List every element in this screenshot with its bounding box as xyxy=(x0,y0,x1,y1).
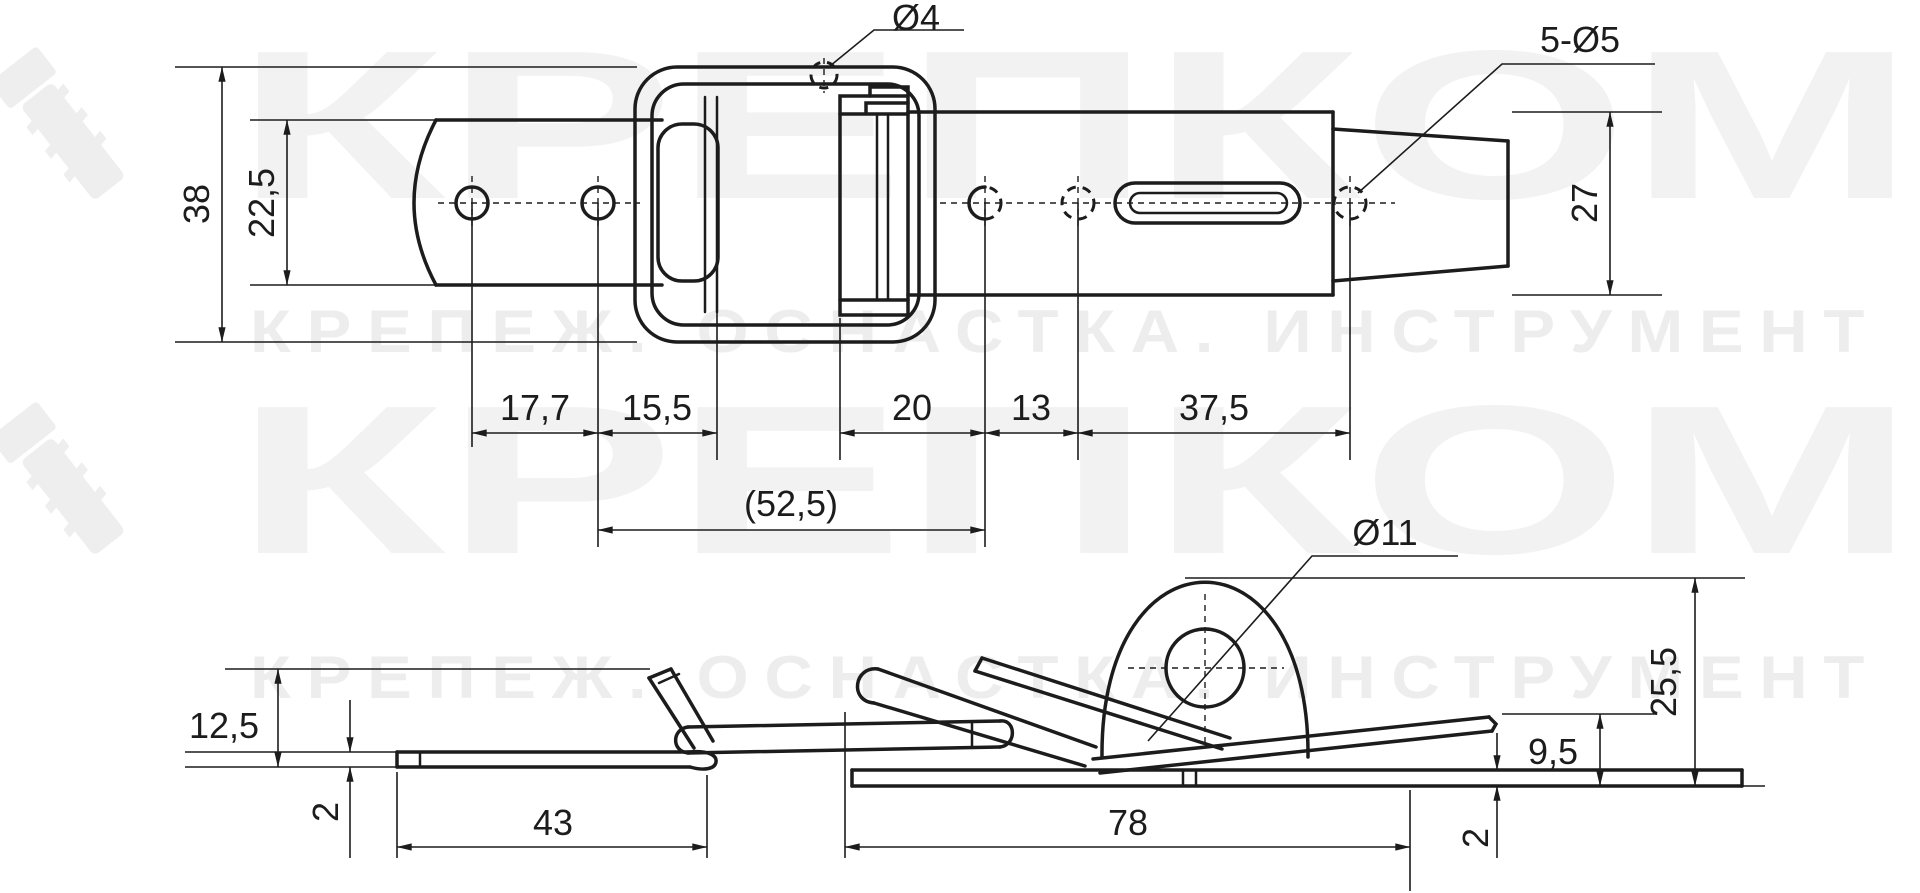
loop-arch xyxy=(1100,580,1310,759)
watermark-tagline-row-1: КРЕПЕЖ. ОСНАСТКА. ИНСТРУМЕНТ xyxy=(250,298,1880,365)
watermark-layer: КРЕПКОМ КРЕПЕЖ. ОСНАСТКА. ИНСТРУМЕНТ КРЕ… xyxy=(0,6,1915,711)
dim-hook-plate-thickness: 2 xyxy=(305,802,346,822)
dim-hole-spacing-2: 15,5 xyxy=(622,387,692,428)
dim-base-length: 78 xyxy=(1108,802,1148,843)
side-view-dimension-texts: 12,5 2 43 Ø11 78 2 9,5 25,5 xyxy=(189,512,1684,848)
bail-frame xyxy=(838,94,910,317)
dim-loop-hole: Ø11 xyxy=(1352,512,1417,553)
watermark-tagline-row-2: КРЕПЕЖ. ОСНАСТКА. ИНСТРУМЕНТ xyxy=(250,644,1880,711)
top-view-dimensions xyxy=(175,29,1662,547)
spring-housing xyxy=(633,65,937,344)
lever-nose xyxy=(855,667,880,705)
dim-tip-height: 9,5 xyxy=(1528,731,1578,772)
watermark-brand-row-2: КРЕПКОМ xyxy=(235,361,1915,598)
dim-catch-width: 27 xyxy=(1564,183,1605,223)
brand-logo-icon xyxy=(0,47,124,199)
dim-hook-height: 12,5 xyxy=(189,705,259,746)
side-view-dimensions xyxy=(185,555,1765,891)
catch-slot xyxy=(1113,181,1302,225)
dim-overall-height-side: 25,5 xyxy=(1643,647,1684,717)
dim-reference-span: (52,5) xyxy=(744,483,838,524)
dim-rivet-hole: Ø4 xyxy=(892,0,940,38)
dim-hole-spacing-4: 37,5 xyxy=(1179,387,1249,428)
link-bar xyxy=(686,719,1002,729)
dim-base-thickness: 2 xyxy=(1455,828,1496,848)
dim-mount-holes: 5-Ø5 xyxy=(1540,19,1620,60)
dim-overall-height: 38 xyxy=(176,184,217,224)
dim-hole-spacing-3: 13 xyxy=(1011,387,1051,428)
top-view-outline xyxy=(412,65,1510,344)
top-view-dimension-texts: 38 22,5 Ø4 5-Ø5 27 17,7 15,5 20 13 37,5 … xyxy=(176,0,1620,524)
dim-hole-spacing-1: 17,7 xyxy=(500,387,570,428)
brand-logo-icon xyxy=(0,402,124,554)
dim-pivot-to-hole: 20 xyxy=(892,387,932,428)
rivet-hole-hidden xyxy=(809,60,839,90)
dim-plate-height: 22,5 xyxy=(241,168,282,238)
side-view-centerlines xyxy=(1128,594,1284,744)
dim-hook-plate-length: 43 xyxy=(533,802,573,843)
